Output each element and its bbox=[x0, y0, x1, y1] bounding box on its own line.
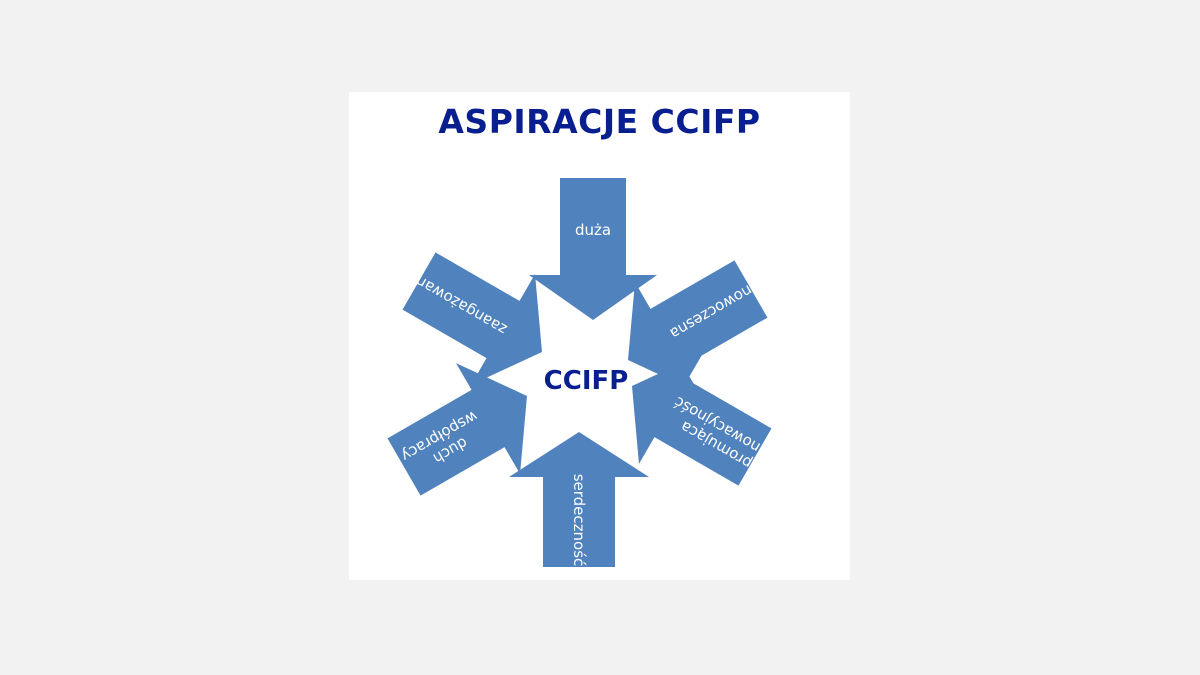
arrow-shape bbox=[509, 432, 649, 567]
arrow-duch-wspolpracy: duch współpracy bbox=[387, 363, 527, 496]
slide-title: ASPIRACJE CCIFP bbox=[438, 102, 761, 141]
slide: ASPIRACJE CCIFP duża nowoczesna bbox=[349, 92, 850, 580]
arrow-duza: duża bbox=[529, 178, 657, 320]
arrow-label-line: duża bbox=[575, 221, 611, 239]
arrow-serdecznosc: serdeczność bbox=[509, 432, 649, 567]
arrow-label-line: serdeczność bbox=[570, 474, 588, 567]
arrow-zaangazowanie: zaangażowanie bbox=[401, 252, 542, 385]
arrow-shape bbox=[402, 252, 542, 385]
arrow-nowoczesna: nowoczesna bbox=[628, 260, 768, 393]
arrow-shape bbox=[632, 353, 772, 486]
arrow-label: duża bbox=[575, 221, 611, 239]
aspiration-diagram: duża nowoczesna promująca innowacyjność bbox=[387, 178, 775, 567]
arrow-shape bbox=[387, 363, 527, 496]
center-label: CCIFP bbox=[544, 366, 629, 396]
arrow-shape bbox=[628, 260, 768, 393]
arrow-shape bbox=[529, 178, 657, 320]
arrow-label: serdeczność bbox=[570, 474, 588, 567]
